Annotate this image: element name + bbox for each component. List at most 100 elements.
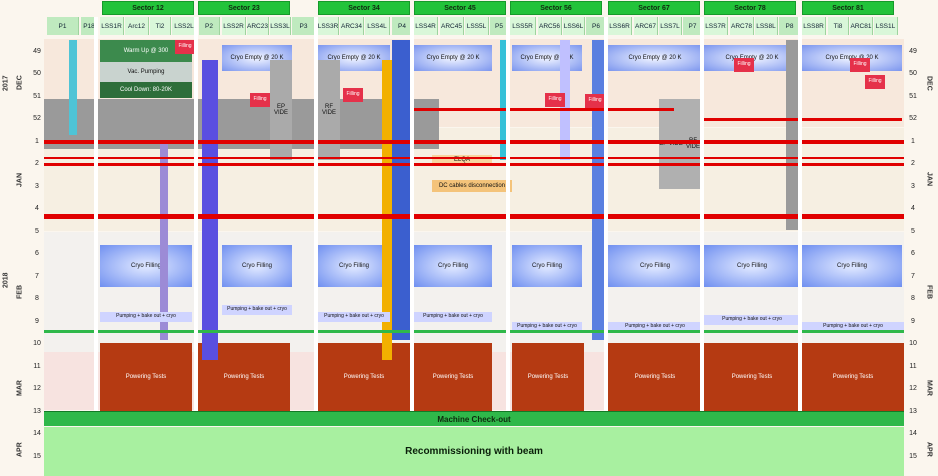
machine-checkout-bar: Machine Check-out [44, 411, 904, 426]
week-number: 8 [911, 295, 915, 302]
month-apr-right: APR [925, 442, 933, 457]
filling-block: Filling [734, 58, 754, 72]
cryo-filling-block: Cryo Filling [222, 245, 292, 287]
week-number: 49 [33, 47, 41, 55]
cryo-empty-block: Cryo Empty @ 20 K [414, 45, 492, 71]
month-dec-left: DEC [16, 75, 24, 91]
pumping-block: Pumping + bake out + cryo [608, 322, 702, 332]
column-header: ARC56 [538, 17, 562, 35]
week-number: 5 [911, 227, 915, 235]
cryo-filling-block: Cryo Filling [802, 245, 902, 287]
sector-separator [314, 17, 318, 411]
red-line [702, 118, 902, 121]
cryo-filling-block: Cryo Filling [414, 245, 492, 287]
activity-bar [382, 60, 392, 360]
activity-bar [786, 40, 800, 230]
pumping-block: Pumping + bake out + cryo [802, 322, 904, 332]
column-header: ARC34 [340, 17, 364, 35]
dc-cables-block: DC cables disconnection [432, 180, 512, 192]
year-2017-label: 2017 [2, 75, 10, 91]
filling-block: Filling [545, 93, 565, 107]
week-number: 3 [35, 182, 39, 190]
week-number: 51 [909, 92, 917, 100]
column-header: LSS1R [100, 17, 124, 35]
sector-separator [410, 17, 414, 411]
week-number: 7 [35, 272, 39, 280]
filling-block: Filling [865, 75, 885, 89]
ep-vide-block: EP VIDE [270, 60, 292, 160]
week-number: 13 [33, 407, 41, 415]
month-jan-left: JAN [16, 172, 24, 187]
week-number: 3 [911, 182, 915, 190]
cryo-filling-block: Cryo Filling [512, 245, 582, 287]
column-header: LSS4R [414, 17, 438, 35]
column-header: LSS1L [874, 17, 898, 35]
week-number: 2 [911, 160, 915, 167]
cool-down-block: Cool Down: 80-20K [100, 82, 192, 98]
powering-tests-block: Powering Tests [100, 343, 192, 411]
column-header: Ti8 [828, 17, 849, 35]
recommissioning-bar: Recommissioning with beam [44, 427, 904, 476]
column-header: LSS4L [365, 17, 390, 35]
week-number: 14 [909, 430, 917, 437]
activity-bar [392, 40, 410, 340]
month-apr-left: APR [16, 442, 24, 457]
sector-separator [604, 17, 608, 411]
column-header: LSS7R [704, 17, 728, 35]
week-number: 2 [35, 160, 39, 167]
sector-header: Sector 78 [704, 1, 796, 15]
week-number: 52 [33, 115, 41, 122]
filling-block: Filling [250, 93, 270, 107]
pumping-block: Pumping + bake out + cryo [318, 312, 390, 322]
column-header: ARC45 [440, 17, 464, 35]
month-mar-left: MAR [16, 380, 24, 396]
cryo-filling-block: Cryo Filling [704, 245, 800, 287]
sector-separator [700, 17, 704, 411]
column-header: P3 [292, 17, 316, 35]
activity-bar [592, 40, 606, 340]
month-jan-right: JAN [925, 172, 933, 187]
sector-separator [798, 17, 802, 411]
red-line [44, 214, 904, 219]
column-header: ARC23 [247, 17, 269, 35]
column-header: LSS6R [608, 17, 632, 35]
cryo-filling-block: Cryo Filling [100, 245, 192, 287]
column-header: LSS5L [465, 17, 489, 35]
column-header: P2 [199, 17, 220, 35]
warm-up-block: Warm Up @ 300 [100, 40, 192, 62]
week-number: 7 [911, 272, 915, 280]
column-header: LSS7L [659, 17, 682, 35]
column-header: LSS2R [222, 17, 246, 35]
week-number: 4 [35, 205, 39, 212]
column-header: Ti2 [150, 17, 171, 35]
week-number: 11 [909, 362, 917, 370]
column-header: ARC81 [850, 17, 873, 35]
week-number: 15 [909, 452, 917, 460]
month-mar-right: MAR [925, 380, 933, 396]
column-header: LSS3L [270, 17, 291, 35]
vac-pumping-block: Vac. Pumping [100, 62, 192, 82]
pumping-block: Pumping + bake out + cryo [512, 322, 582, 332]
powering-tests-block: Powering Tests [704, 343, 800, 411]
powering-tests-block: Powering Tests [318, 343, 410, 411]
week-number: 49 [909, 47, 917, 55]
month-feb-left: FEB [16, 285, 24, 299]
week-number: 6 [911, 250, 915, 257]
powering-tests-block: Powering Tests [802, 343, 904, 411]
sector-separator [194, 17, 198, 411]
cryo-filling-block: Cryo Filling [318, 245, 390, 287]
powering-tests-block: Powering Tests [608, 343, 702, 411]
column-header: P1 [47, 17, 79, 35]
cryo-empty-block: Cryo Empty @ 20 K [512, 45, 582, 71]
filling-block: Filling [850, 58, 870, 72]
week-number: 6 [35, 250, 39, 257]
month-dec-right: DEC [925, 75, 933, 91]
week-number: 15 [33, 452, 41, 460]
pumping-block: Pumping + bake out + cryo [222, 305, 292, 315]
week-number: 14 [33, 430, 41, 437]
sector-header: Sector 67 [608, 1, 700, 15]
week-number: 10 [909, 340, 917, 347]
column-header: LSS8L [755, 17, 778, 35]
column-header: LSS8R [802, 17, 826, 35]
column-header: Arc12 [125, 17, 149, 35]
